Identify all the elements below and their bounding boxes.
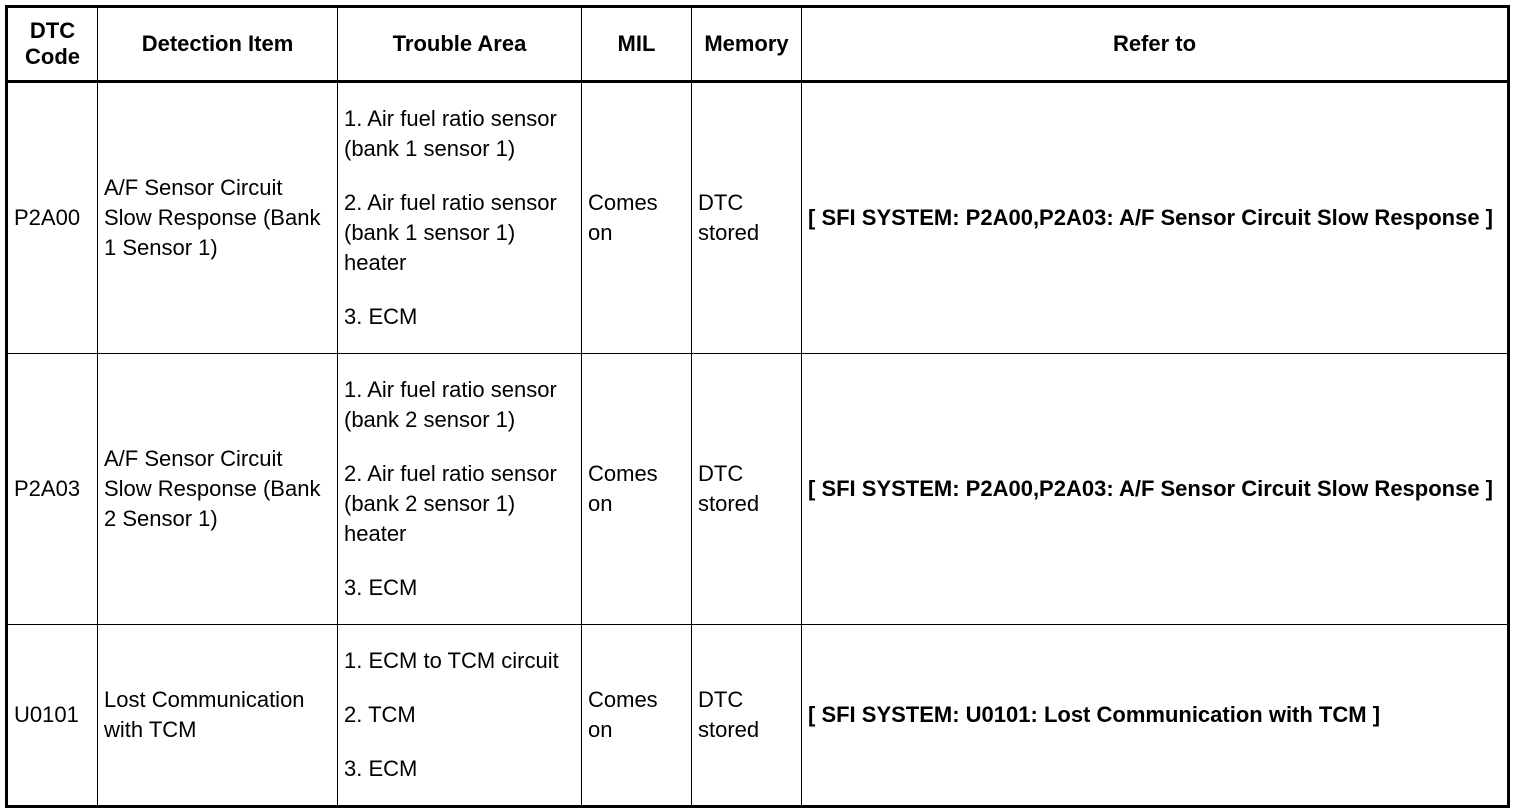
table-header: DTC Code Detection Item Trouble Area MIL…: [6, 6, 1509, 83]
mil-cell: Comes on: [581, 81, 692, 354]
refer-to-link[interactable]: [ SFI SYSTEM: P2A00,P2A03: A/F Sensor Ci…: [808, 205, 1494, 230]
trouble-area-cell: 1. Air fuel ratio sensor (bank 1 sensor …: [337, 81, 582, 354]
refer-to-cell: [ SFI SYSTEM: P2A00,P2A03: A/F Sensor Ci…: [801, 81, 1509, 354]
header-refer-to: Refer to: [801, 6, 1509, 83]
trouble-area-item: 1. Air fuel ratio sensor (bank 2 sensor …: [344, 377, 557, 432]
header-dtc-code-line2: Code: [25, 44, 80, 69]
refer-to-cell: [ SFI SYSTEM: U0101: Lost Communication …: [801, 624, 1509, 807]
table-body: P2A00 A/F Sensor Circuit Slow Response (…: [6, 81, 1509, 807]
trouble-area-item: 3. ECM: [344, 575, 418, 600]
trouble-area-cell: 1. ECM to TCM circuit 2. TCM 3. ECM: [337, 624, 582, 807]
trouble-area-item: 2. TCM: [344, 702, 416, 727]
header-dtc-code-line1: DTC: [29, 18, 76, 43]
refer-to-link[interactable]: [ SFI SYSTEM: U0101: Lost Communication …: [808, 702, 1381, 727]
header-trouble-area: Trouble Area: [337, 6, 582, 83]
trouble-area-cell: 1. Air fuel ratio sensor (bank 2 sensor …: [337, 353, 582, 625]
trouble-area-list: 1. ECM to TCM circuit 2. TCM 3. ECM: [344, 646, 575, 784]
trouble-area-item: 1. ECM to TCM circuit: [344, 648, 559, 673]
memory-cell: DTC stored: [691, 81, 802, 354]
trouble-area-item: 3. ECM: [344, 304, 418, 329]
header-memory: Memory: [691, 6, 802, 83]
trouble-area-item: 1. Air fuel ratio sensor (bank 1 sensor …: [344, 106, 557, 161]
detection-item-cell: A/F Sensor Circuit Slow Response (Bank 2…: [97, 353, 338, 625]
refer-to-cell: [ SFI SYSTEM: P2A00,P2A03: A/F Sensor Ci…: [801, 353, 1509, 625]
detection-item-cell: Lost Communication with TCM: [97, 624, 338, 807]
detection-item-cell: A/F Sensor Circuit Slow Response (Bank 1…: [97, 81, 338, 354]
header-detection-item: Detection Item: [97, 6, 338, 83]
table-row: P2A00 A/F Sensor Circuit Slow Response (…: [6, 81, 1509, 354]
refer-to-link[interactable]: [ SFI SYSTEM: P2A00,P2A03: A/F Sensor Ci…: [808, 476, 1494, 501]
memory-cell: DTC stored: [691, 624, 802, 807]
dtc-code-cell: P2A00: [6, 81, 98, 354]
trouble-area-list: 1. Air fuel ratio sensor (bank 2 sensor …: [344, 375, 575, 603]
mil-cell: Comes on: [581, 353, 692, 625]
mil-cell: Comes on: [581, 624, 692, 807]
dtc-code-cell: P2A03: [6, 353, 98, 625]
dtc-code-cell: U0101: [6, 624, 98, 807]
trouble-area-item: 2. Air fuel ratio sensor (bank 1 sensor …: [344, 190, 557, 275]
trouble-area-item: 2. Air fuel ratio sensor (bank 2 sensor …: [344, 461, 557, 546]
dtc-table: DTC Code Detection Item Trouble Area MIL…: [5, 5, 1510, 808]
header-row: DTC Code Detection Item Trouble Area MIL…: [6, 6, 1509, 83]
table-row: U0101 Lost Communication with TCM 1. ECM…: [6, 624, 1509, 807]
memory-cell: DTC stored: [691, 353, 802, 625]
table-row: P2A03 A/F Sensor Circuit Slow Response (…: [6, 353, 1509, 625]
trouble-area-item: 3. ECM: [344, 756, 418, 781]
header-mil: MIL: [581, 6, 692, 83]
trouble-area-list: 1. Air fuel ratio sensor (bank 1 sensor …: [344, 104, 575, 332]
header-dtc-code: DTC Code: [6, 6, 98, 83]
